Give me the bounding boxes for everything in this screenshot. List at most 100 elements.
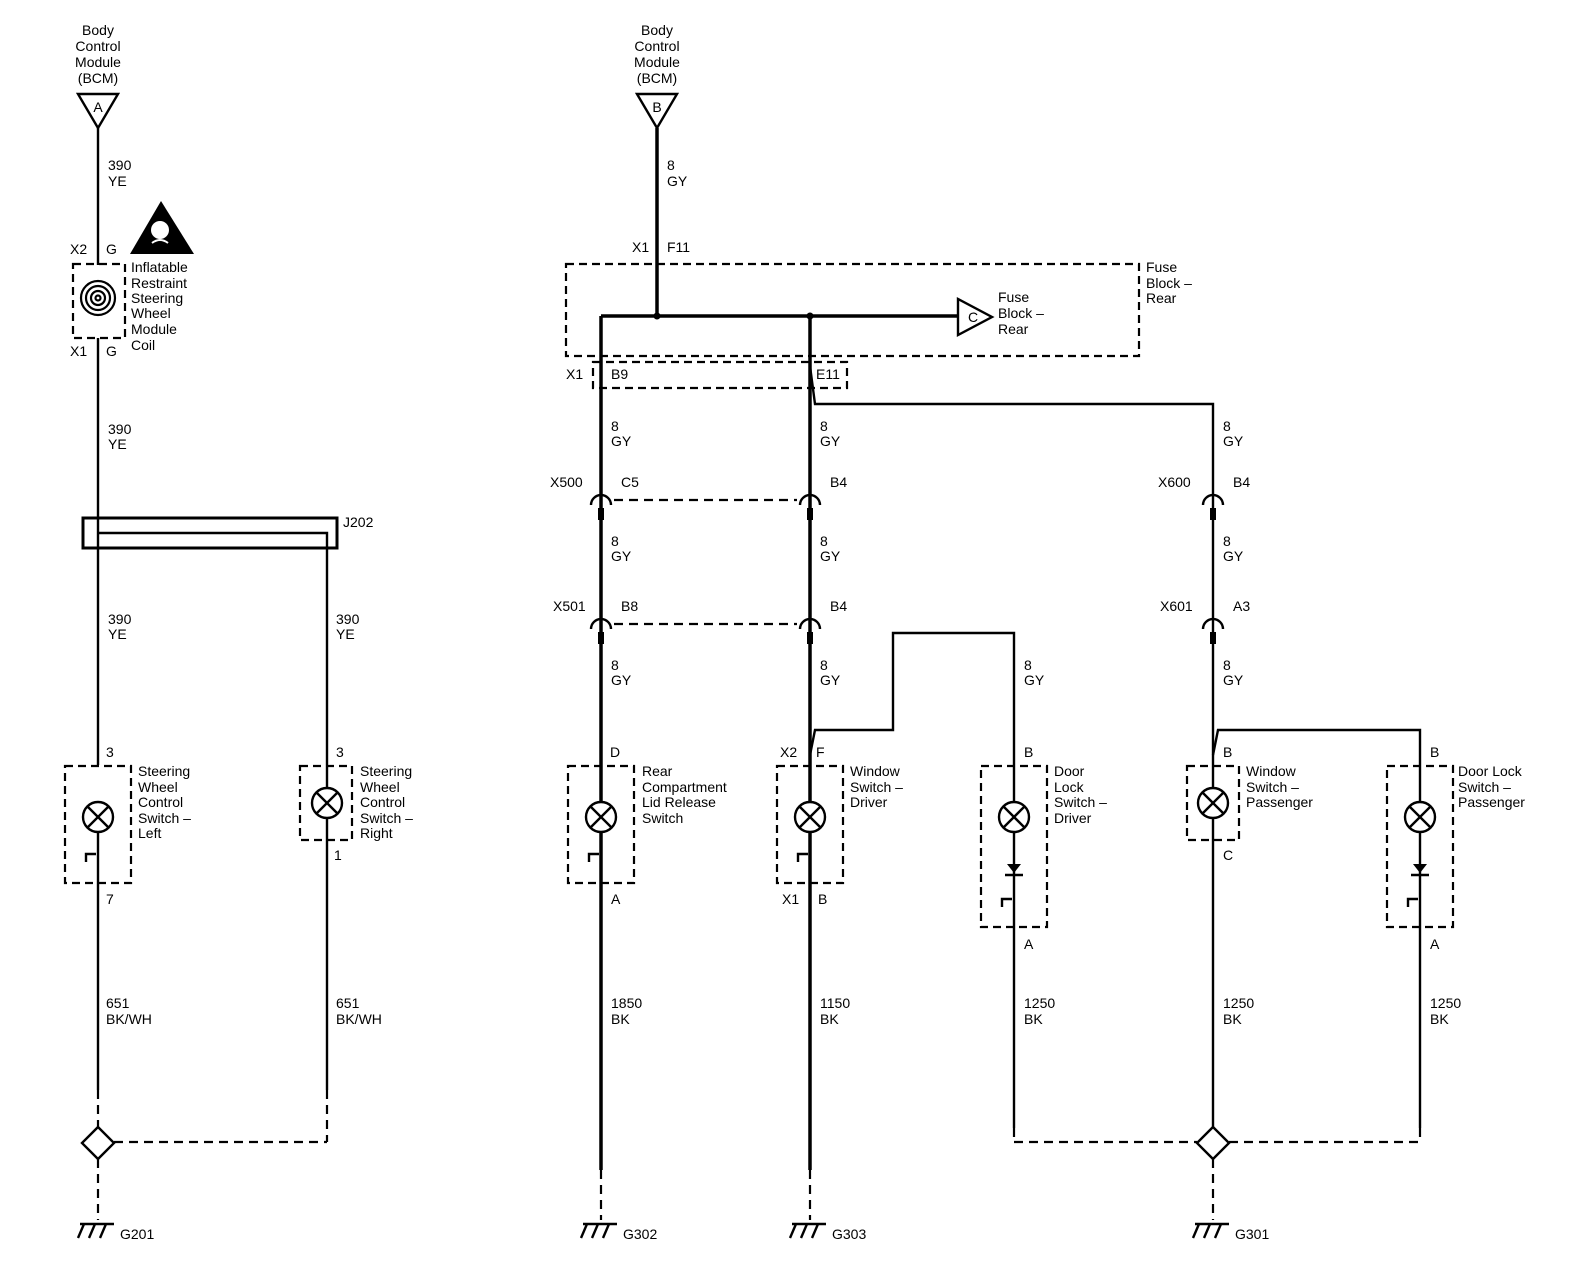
coil-label-line-5: Module [131, 321, 177, 337]
lamp-icon [997, 800, 1031, 834]
ground-g201: G201 [120, 1226, 154, 1242]
win-pass-pin-top: B [1223, 744, 1232, 760]
coil-housing [71, 262, 127, 340]
win-drv-pin-top: F [816, 744, 825, 760]
switch-contact-icon [587, 852, 599, 862]
win-pass-line-1: Window [1246, 763, 1297, 779]
door-pass-line-1: Door Lock [1458, 763, 1523, 779]
wire-8-color-5: GY [611, 548, 632, 564]
switch-contact-icon [796, 852, 808, 862]
win-drv-label: Window Switch – Driver [850, 763, 903, 810]
fuse-conn-pin: C [968, 309, 978, 325]
door-pass-label: Door Lock Switch – Passenger [1458, 763, 1525, 810]
conn-c5: C5 [621, 474, 639, 490]
wire-8-num-11: 8 [1223, 657, 1231, 673]
fuse-conn-line-1: Fuse [998, 289, 1029, 305]
conn-a3: A3 [1233, 598, 1250, 614]
bcm-a-label: Body Control Module (BCM) [75, 22, 121, 86]
ground-bus-g201 [80, 1090, 329, 1220]
wire-390-color-4: YE [336, 626, 355, 642]
ground-icon [579, 1222, 617, 1239]
swc-left-line-1: Steering [138, 763, 190, 779]
wire-8-color-3: GY [820, 433, 841, 449]
rear-lid-label: Rear Compartment Lid Release Switch [642, 763, 727, 826]
wire-8-color-8: GY [611, 672, 632, 688]
win-pass-line-2: Switch – [1246, 779, 1299, 795]
win-pass-housing [1185, 764, 1241, 842]
bcm-b-line-1: Body [641, 22, 673, 38]
rear-lid-pin-bottom: A [611, 891, 621, 907]
fuse-x1b: X1 [566, 366, 583, 382]
wire-gnd-num-5: 1250 [1430, 995, 1461, 1011]
door-drv-pin-top: B [1024, 744, 1033, 760]
door-drv-housing [979, 764, 1049, 929]
coil-label-line-3: Steering [131, 290, 183, 306]
wire-651-num-2: 651 [336, 995, 360, 1011]
rear-lid-line-3: Lid Release [642, 794, 716, 810]
swc-right-line-3: Control [360, 794, 405, 810]
switch-contact-icon [84, 852, 96, 862]
coil-label: Inflatable Restraint Steering Wheel Modu… [131, 259, 188, 353]
door-drv-line-3: Switch – [1054, 794, 1107, 810]
wire-gnd-num-3: 1250 [1024, 995, 1055, 1011]
lamp-icon [584, 800, 618, 834]
fuse-conn-line-2: Block – [998, 305, 1044, 321]
fuse-block-housing [564, 262, 1141, 358]
rear-lid-housing [566, 764, 636, 885]
rear-lid-pin-top: D [610, 744, 620, 760]
door-drv-line-2: Lock [1054, 779, 1085, 795]
rear-lid-line-2: Compartment [642, 779, 727, 795]
wire-651-color-2: BK/WH [336, 1011, 382, 1027]
wire-390-color-1: YE [108, 173, 127, 189]
coil-top-pin: G [106, 241, 117, 257]
wire-door-lock-driver [808, 631, 1016, 1128]
wire-8-color-2: GY [611, 433, 632, 449]
fuse-block-label: Fuse Block – Rear [1146, 259, 1192, 306]
coil-label-line-4: Wheel [131, 305, 171, 321]
win-drv-line-2: Switch – [850, 779, 903, 795]
wire-8-num-9: 8 [820, 657, 828, 673]
conn-x601: X601 [1160, 598, 1193, 614]
win-pass-line-3: Passenger [1246, 794, 1313, 810]
swc-left-line-5: Left [138, 825, 161, 841]
bcm-b-connector-icon: B [634, 92, 680, 131]
swc-right-line-5: Right [360, 825, 393, 841]
door-pass-pin-bottom: A [1430, 936, 1440, 952]
fuse-block-line-1: Fuse [1146, 259, 1177, 275]
bcm-b-label: Body Control Module (BCM) [634, 22, 680, 86]
wire-8-num-5: 8 [611, 533, 619, 549]
win-drv-line-3: Driver [850, 794, 888, 810]
win-pass-pin-bottom: C [1223, 847, 1233, 863]
fuse-f11: F11 [667, 239, 690, 255]
door-pass-pin-top: B [1430, 744, 1439, 760]
door-pass-housing [1385, 764, 1455, 929]
swc-left-line-2: Wheel [138, 779, 178, 795]
wire-gnd-color-4: BK [1223, 1011, 1242, 1027]
wire-390-num-2: 390 [108, 421, 132, 437]
wire-8-color-9: GY [820, 672, 841, 688]
win-drv-pin-bottom: B [818, 891, 827, 907]
win-pass-label: Window Switch – Passenger [1246, 763, 1313, 810]
ground-icon [788, 1222, 826, 1239]
swc-left-line-3: Control [138, 794, 183, 810]
wire-390-color-3: YE [108, 626, 127, 642]
door-drv-line-4: Driver [1054, 810, 1092, 826]
bcm-a-line-3: Module [75, 54, 121, 70]
clockspring-coil-icon [79, 279, 117, 317]
wire-390-num-1: 390 [108, 157, 132, 173]
bcm-a-connector-icon: A [75, 92, 121, 131]
ground-icon [1191, 1222, 1229, 1239]
wire-8-color-1: GY [667, 173, 688, 189]
wire-651-color-1: BK/WH [106, 1011, 152, 1027]
conn-b8: B8 [621, 598, 638, 614]
wire-gnd-color-2: BK [820, 1011, 839, 1027]
door-pass-line-2: Switch – [1458, 779, 1511, 795]
bcm-a-line-2: Control [75, 38, 120, 54]
wire-651-num-1: 651 [106, 995, 130, 1011]
wire-390-num-3: 390 [108, 611, 132, 627]
lamp-icon [1196, 786, 1230, 820]
inline-connector-icon [589, 493, 613, 520]
fuse-e11: E11 [816, 366, 840, 382]
conn-b4c: B4 [1233, 474, 1250, 490]
fuse-block-line-3: Rear [1146, 290, 1177, 306]
